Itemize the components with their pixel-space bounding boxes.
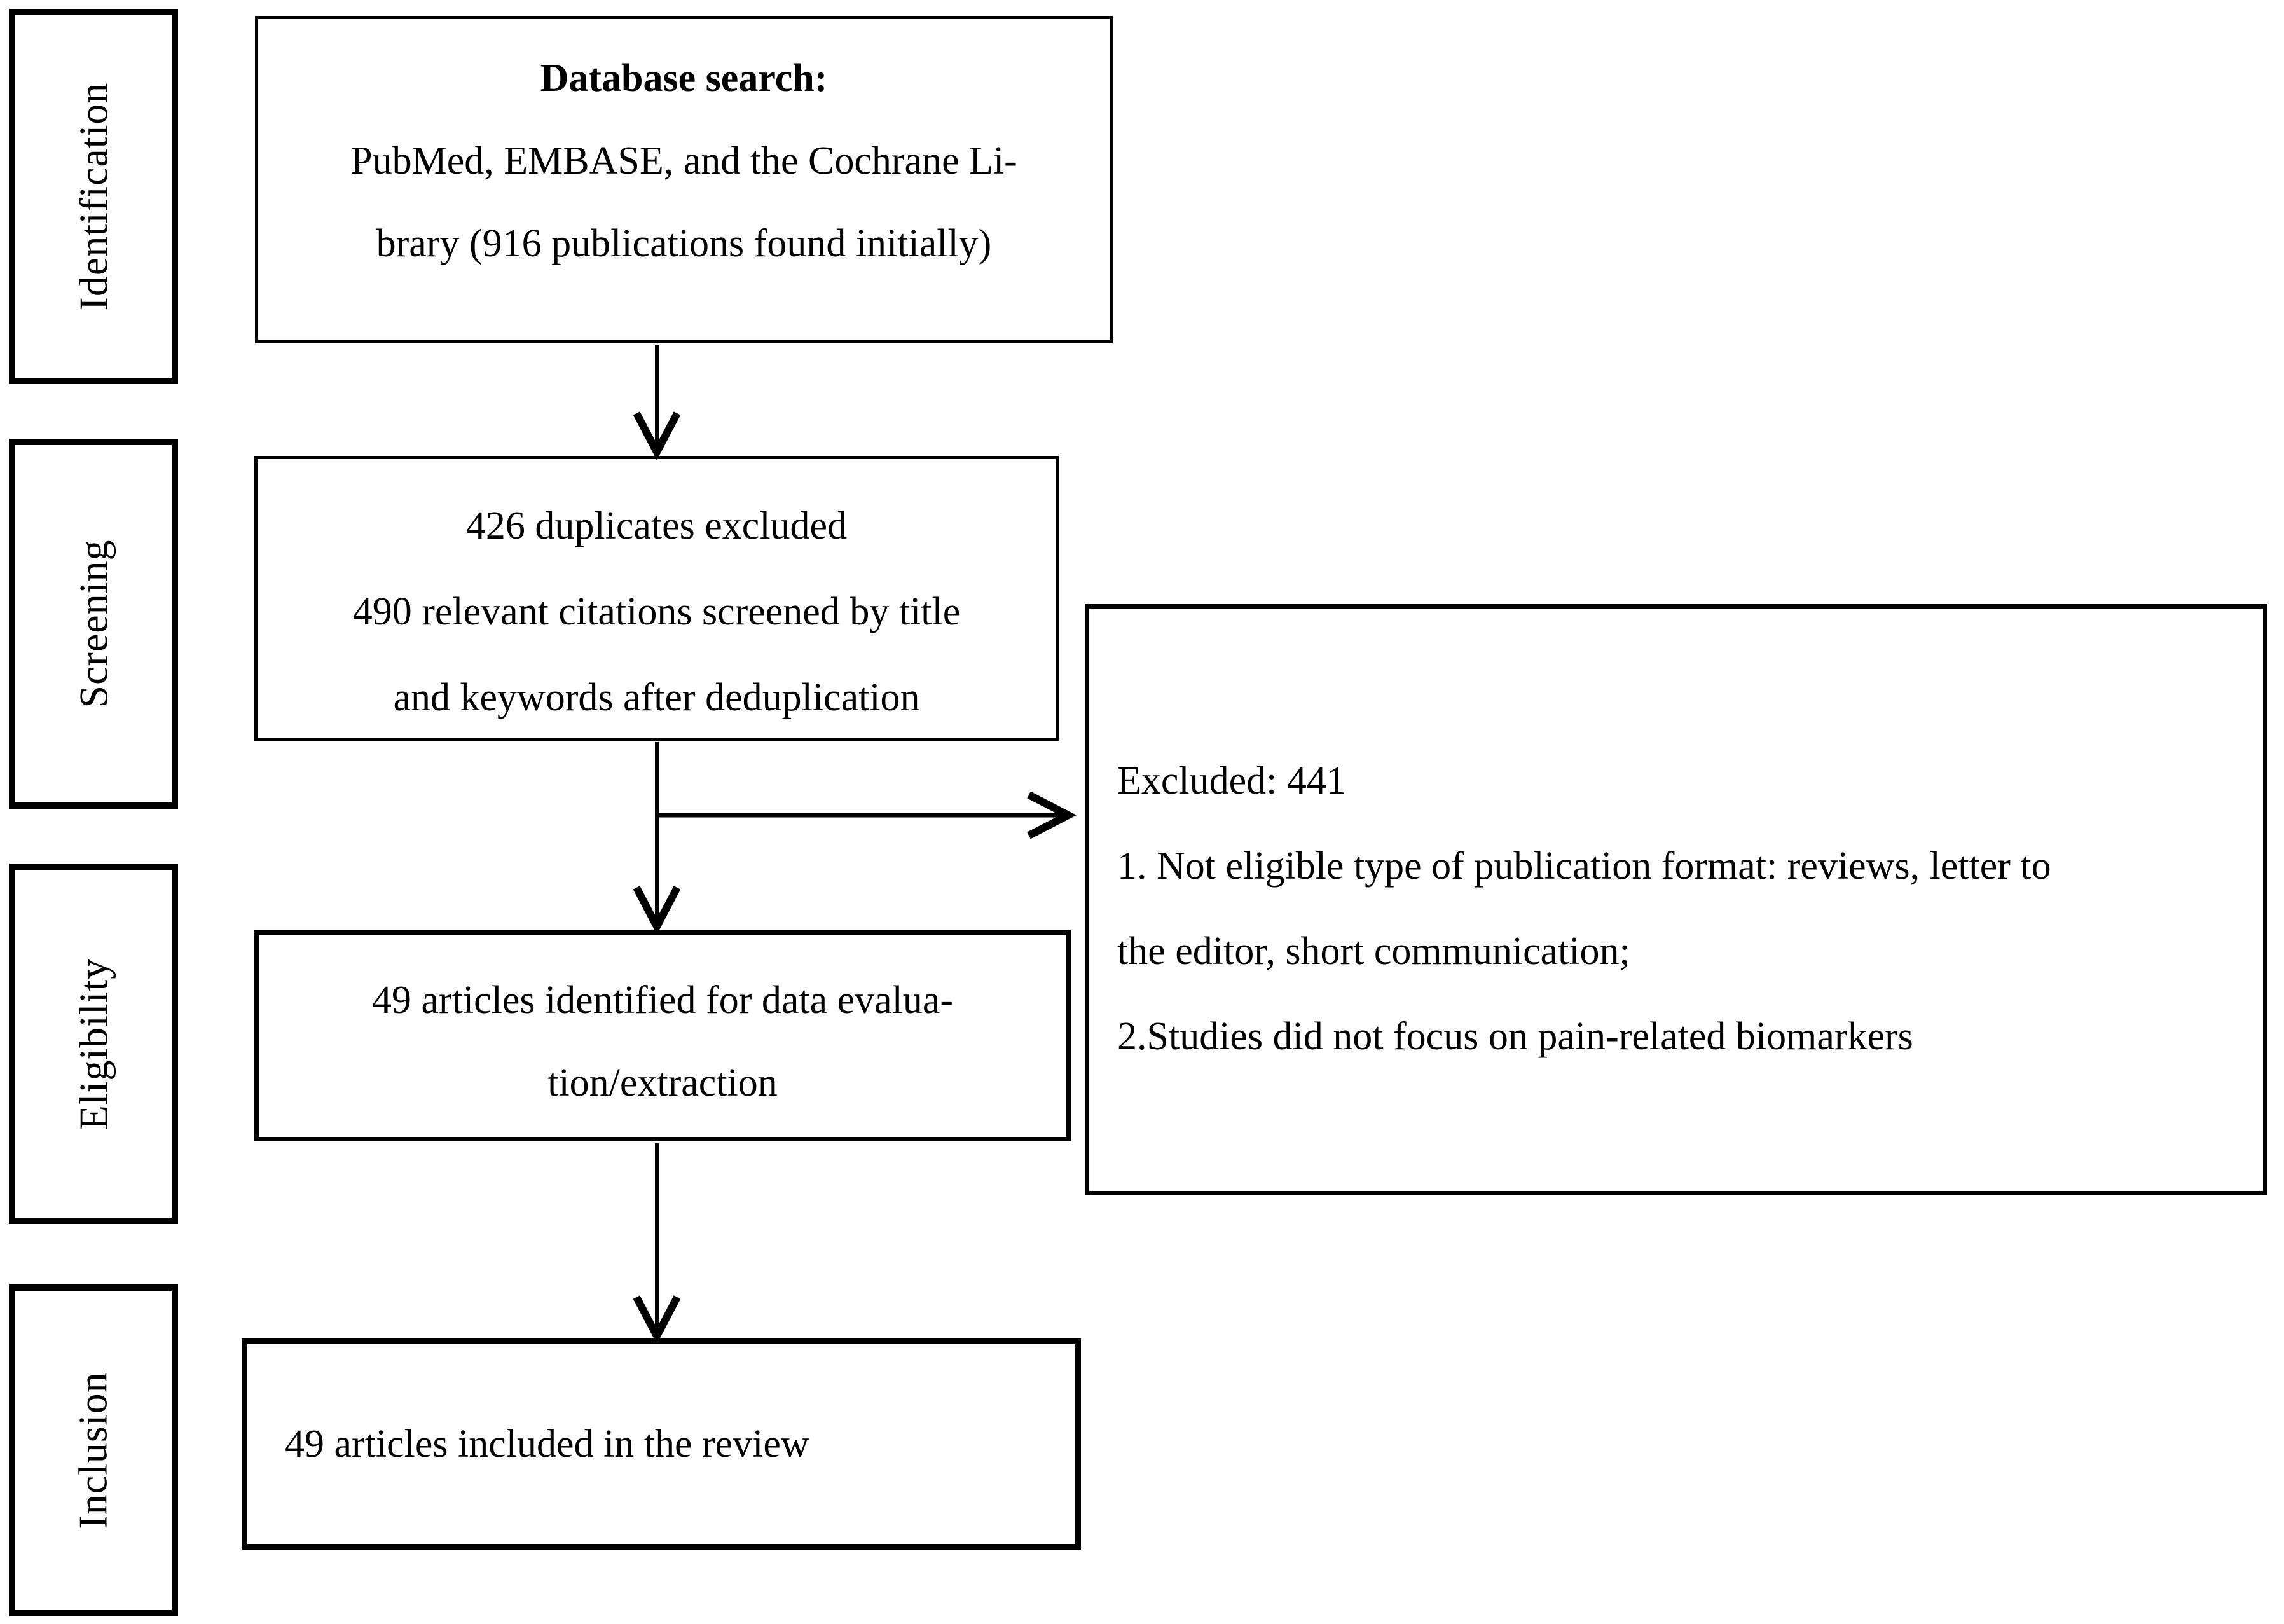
stage-label-inclusion-text: Inclusion xyxy=(71,1372,116,1529)
excluded-reason-line: 2.Studies did not focus on pain-related … xyxy=(1117,1015,1913,1058)
excluded-records-box: Excluded: 441 1. Not eligible type of pu… xyxy=(1085,604,2267,1195)
database-search-line: PubMed, EMBASE, and the Cochrane Li- xyxy=(350,139,1017,182)
inclusion-result-line: 49 articles included in the review xyxy=(285,1422,809,1466)
stage-label-screening: Screening xyxy=(9,439,178,809)
screening-result-box: 426 duplicates excluded 490 relevant cit… xyxy=(254,456,1059,741)
arrow-screening-to-excluded xyxy=(659,791,1077,839)
arrow-screening-to-eligibility xyxy=(633,742,681,935)
inclusion-result-box: 49 articles included in the review xyxy=(242,1338,1081,1550)
excluded-reason-line: 1. Not eligible type of publication form… xyxy=(1117,844,2051,888)
arrow-identification-to-screening xyxy=(633,345,681,460)
stage-label-eligibility: Eligibility xyxy=(9,864,178,1224)
eligibility-result-line: tion/extraction xyxy=(547,1061,778,1104)
stage-label-identification-text: Identification xyxy=(71,82,116,311)
database-search-box: Database search: PubMed, EMBASE, and the… xyxy=(255,16,1113,343)
database-search-title: Database search: xyxy=(540,57,828,100)
screening-result-line: 426 duplicates excluded xyxy=(465,504,848,547)
eligibility-result-box: 49 articles identified for data evalua- … xyxy=(254,930,1071,1141)
arrow-eligibility-to-inclusion xyxy=(633,1143,681,1344)
eligibility-result-line: 49 articles identified for data evalua- xyxy=(371,979,954,1022)
screening-result-line: and keywords after deduplication xyxy=(393,676,920,719)
stage-label-identification: Identification xyxy=(9,9,178,384)
stage-label-eligibility-text: Eligibility xyxy=(71,958,116,1130)
database-search-line: brary (916 publications found initially) xyxy=(376,222,992,265)
excluded-count-line: Excluded: 441 xyxy=(1117,759,1346,802)
screening-result-line: 490 relevant citations screened by title xyxy=(352,590,961,633)
stage-label-screening-text: Screening xyxy=(71,539,116,708)
excluded-reason-line: the editor, short communication; xyxy=(1117,930,1630,973)
stage-label-inclusion: Inclusion xyxy=(9,1284,178,1616)
